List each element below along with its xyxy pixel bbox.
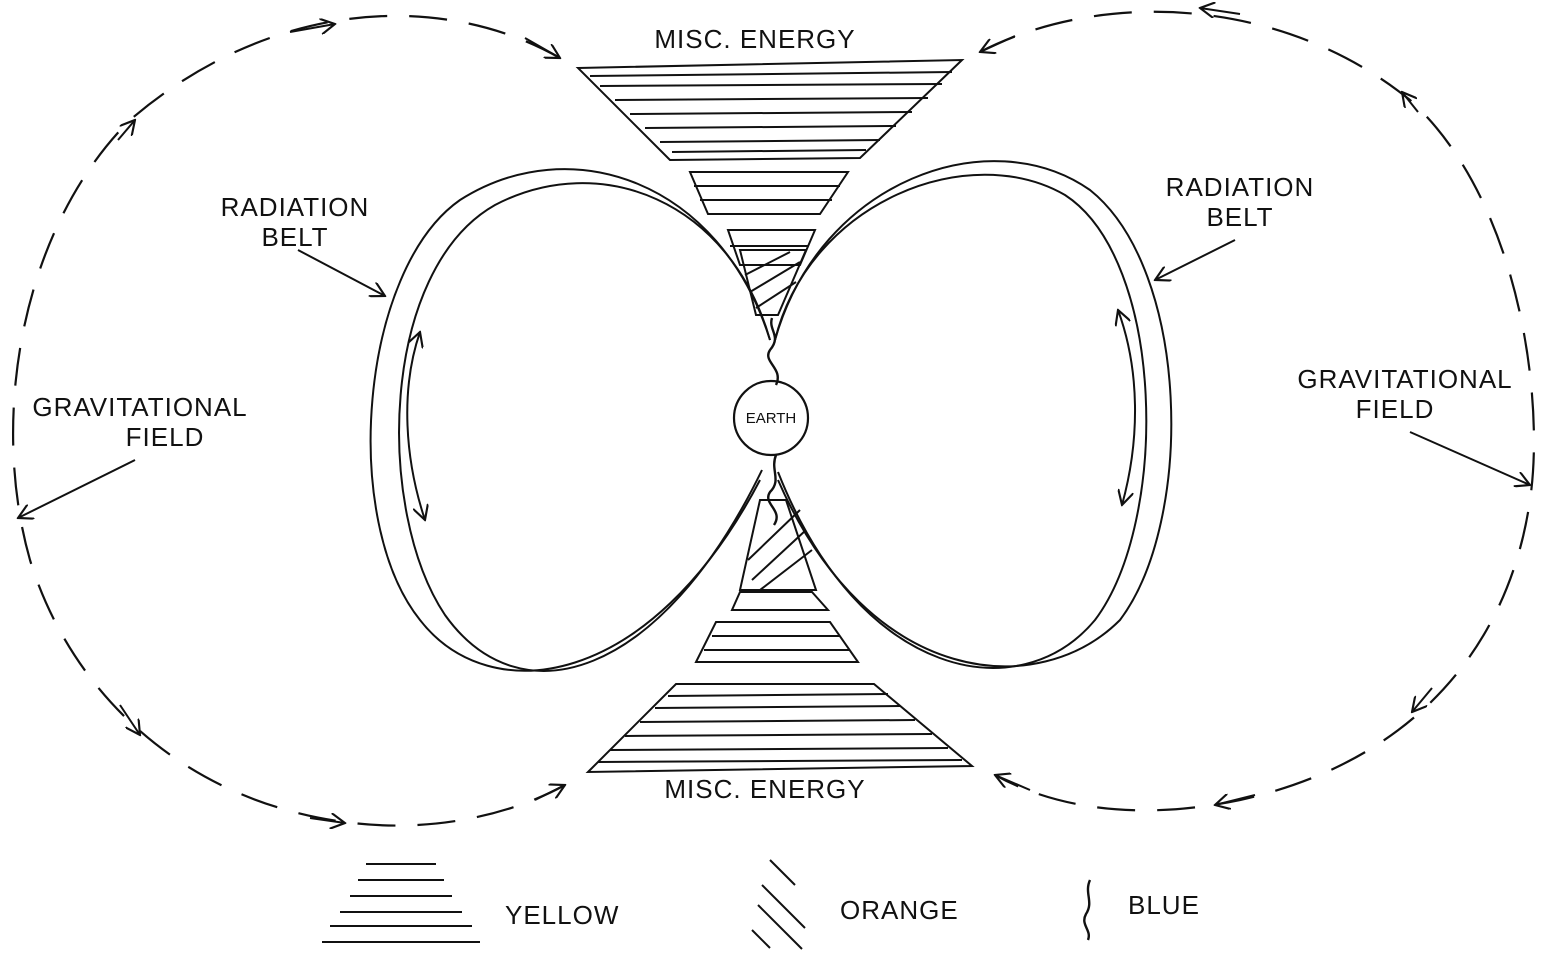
misc-energy-bottom-label: MISC. ENERGY — [664, 774, 866, 804]
misc-energy-top-label: MISC. ENERGY — [654, 24, 856, 54]
radiation-belt-right-line2: BELT — [1206, 202, 1274, 232]
earth-circle — [732, 379, 810, 457]
legend-orange-swatch — [751, 859, 806, 950]
legend-blue-swatch — [1083, 879, 1092, 941]
radiation-belt-left-line2: BELT — [261, 222, 329, 252]
top-energy-funnel — [575, 58, 965, 386]
legend-orange-label: ORANGE — [840, 895, 959, 925]
legend-blue-label: BLUE — [1128, 890, 1200, 920]
radiation-belt-right — [774, 160, 1173, 669]
gravitational-field-left-label: GRAVITATIONAL FIELD — [25, 392, 255, 452]
radiation-belt-left-label: RADIATION BELT — [205, 192, 385, 252]
bottom-energy-funnel — [585, 454, 975, 774]
gravitational-field-right-line1: GRAVITATIONAL — [1297, 364, 1513, 394]
gravitational-field-right-line2: FIELD — [1355, 394, 1435, 424]
radiation-belt-left-pointer — [297, 249, 385, 296]
left-belt-flow-arrow — [406, 332, 425, 520]
gravitational-field-right-loop — [979, 10, 1536, 812]
gravitational-field-left-pointer — [18, 459, 136, 518]
gravitational-field-right-label: GRAVITATIONAL FIELD — [1290, 364, 1520, 424]
gravitational-field-left-line1: GRAVITATIONAL — [32, 392, 248, 422]
right-belt-flow-arrow — [1118, 310, 1137, 505]
radiation-belt-left — [369, 168, 771, 672]
earth-label: EARTH — [745, 410, 797, 427]
legend-yellow-label: YELLOW — [505, 900, 620, 930]
radiation-belt-right-line1: RADIATION — [1165, 172, 1315, 202]
gravitational-field-right-pointer — [1409, 431, 1530, 485]
radiation-belt-left-line1: RADIATION — [220, 192, 370, 222]
legend-yellow-swatch — [322, 863, 480, 943]
gravitational-field-left-loop — [12, 14, 566, 827]
radiation-belt-right-pointer — [1155, 239, 1236, 280]
gravitational-field-left-line2: FIELD — [125, 422, 205, 452]
gravitational-flow-arrows — [117, 8, 1433, 823]
radiation-belt-right-label: RADIATION BELT — [1150, 172, 1330, 232]
